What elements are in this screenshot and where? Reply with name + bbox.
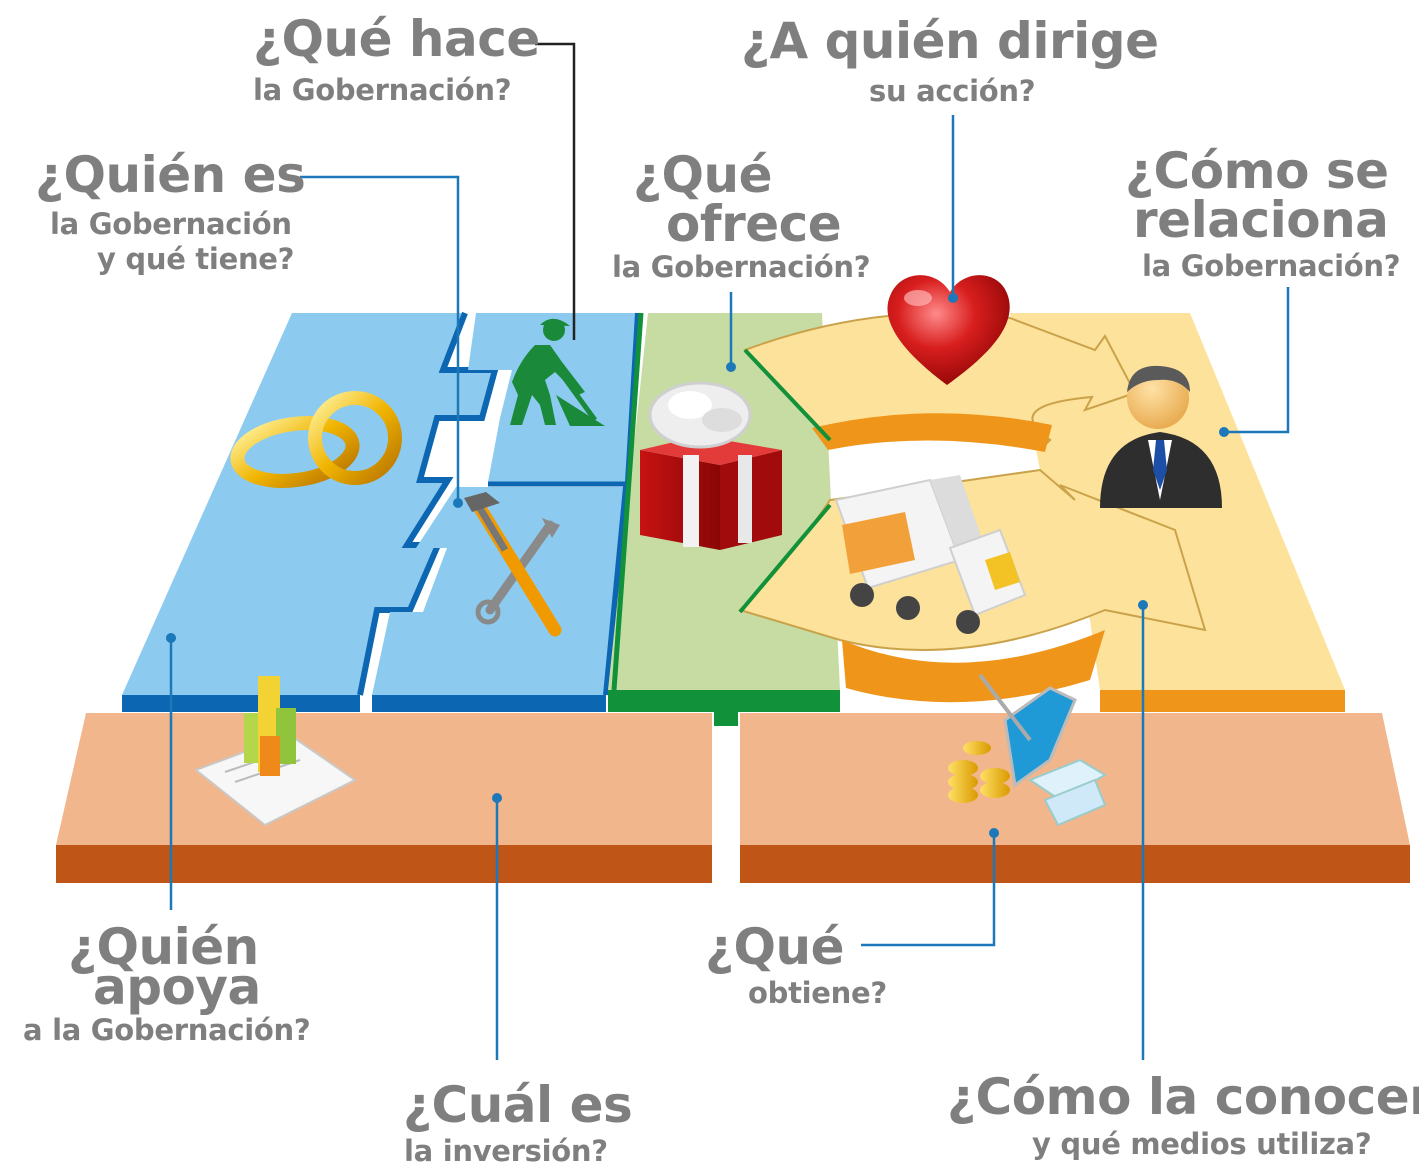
que-obtiene-title: ¿Qué [705, 918, 845, 976]
rings-icon [230, 391, 402, 488]
quien-es-subtitle-2: y qué tiene? [97, 242, 295, 276]
quien-apoya-title-1: ¿Quién [68, 918, 259, 976]
connector-lines [169, 42, 1290, 1060]
a-quien-dirige-subtitle: su acción? [869, 74, 1036, 108]
que-hace-subtitle: la Gobernación? [253, 73, 512, 107]
coins-pda-icon [948, 673, 1107, 827]
que-obtiene-subtitle: obtiene? [748, 976, 887, 1010]
que-ofrece-title-1: ¿Qué [633, 146, 773, 204]
connector-dots [166, 293, 1229, 838]
que-ofrece-subtitle: la Gobernación? [612, 250, 871, 284]
cual-inversion-title: ¿Cuál es [403, 1076, 633, 1134]
que-ofrece-title-2: ofrece [666, 195, 842, 253]
gift-box-icon [640, 381, 782, 550]
heart-icon [887, 275, 1010, 385]
como-la-conocen-subtitle: y qué medios utiliza? [1032, 1127, 1372, 1161]
delivery-truck-icon [834, 475, 1027, 634]
como-se-relaciona-subtitle: la Gobernación? [1142, 249, 1401, 283]
quien-apoya-subtitle: a la Gobernación? [23, 1013, 311, 1047]
quien-es-subtitle-1: la Gobernación [50, 207, 292, 241]
como-se-relaciona-title-1: ¿Cómo se [1125, 142, 1389, 200]
tools-icon [464, 492, 562, 637]
como-la-conocen-title: ¿Cómo la conocen [947, 1068, 1419, 1126]
bar-chart-icon [193, 676, 357, 827]
cual-inversion-subtitle: la inversión? [404, 1134, 608, 1168]
que-hace-title: ¿Qué hace [253, 10, 540, 68]
quien-es-title: ¿Quién es [35, 146, 306, 204]
cost-structure-panel [56, 713, 712, 883]
como-se-relaciona-title-2: relaciona [1133, 191, 1389, 249]
a-quien-dirige-title: ¿A quién dirige [741, 12, 1159, 70]
worker-digging-icon [510, 318, 605, 426]
businessman-icon [1100, 365, 1222, 508]
quien-apoya-title-2: apoya [93, 958, 261, 1016]
